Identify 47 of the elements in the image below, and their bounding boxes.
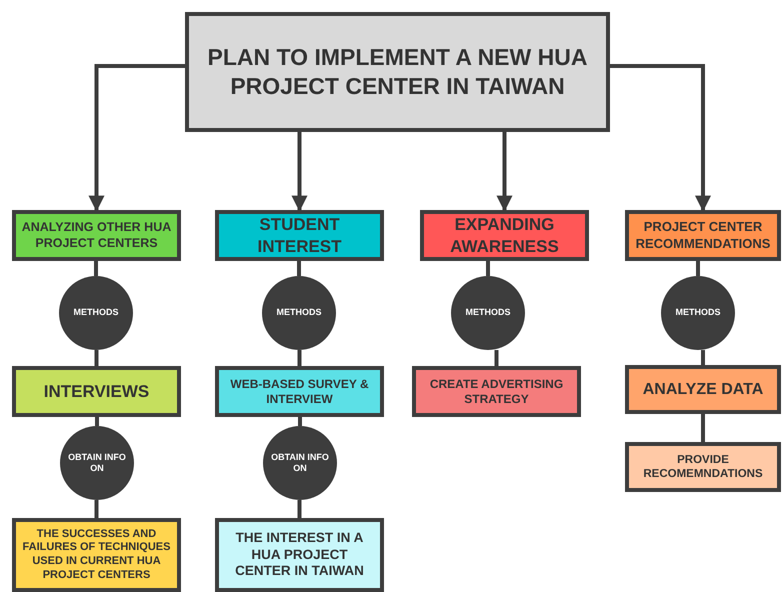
connector-line <box>298 417 302 426</box>
arrow <box>292 132 308 212</box>
circle-label: METHODS <box>466 307 510 319</box>
method-box <box>12 366 181 417</box>
box-label: WEB-BASED SURVEY & INTERVIEW <box>229 376 370 406</box>
connector-line <box>94 500 98 518</box>
method-box <box>625 365 781 414</box>
box-label: PROJECT CENTER RECOMMENDATIONS <box>634 219 772 252</box>
connector-line <box>494 350 498 366</box>
circle-label: OBTAIN INFO ON <box>270 452 330 474</box>
result-box <box>215 518 384 592</box>
topic-box <box>625 210 781 261</box>
arrow <box>610 64 711 212</box>
connector-line <box>701 350 705 365</box>
topic-box <box>420 210 589 261</box>
circle-label: OBTAIN INFO ON <box>67 452 127 474</box>
arrow <box>88 64 185 212</box>
connector-line <box>486 261 490 276</box>
box-label: STUDENT INTEREST <box>256 214 343 257</box>
connector-line <box>298 350 302 366</box>
connector-line <box>297 261 301 276</box>
result-box <box>625 442 781 492</box>
box-label: ANALYZE DATA <box>642 380 764 400</box>
connector-line <box>298 500 302 518</box>
result-box <box>12 518 181 592</box>
topic-box <box>12 210 181 261</box>
connector-line <box>701 414 705 442</box>
circle-label: METHODS <box>74 307 118 319</box>
title-box <box>185 12 610 132</box>
connector-line <box>94 261 98 276</box>
connector-line <box>95 417 99 426</box>
circle-label: METHODS <box>676 307 720 319</box>
box-label: PLAN TO IMPLEMENT A NEW HUA PROJECT CENTER IN TAIWAN <box>206 43 588 101</box>
box-label: ANALYZING OTHER HUA PROJECT CENTERS <box>20 220 172 252</box>
topic-box <box>215 210 384 261</box>
method-box <box>215 366 384 417</box>
method-box <box>412 366 581 417</box>
box-label: THE INTEREST IN A HUA PROJECT CENTER IN TAIWAN <box>234 530 365 580</box>
connector-line <box>94 350 98 366</box>
box-label: CREATE ADVERTISING STRATEGY <box>428 376 564 406</box>
box-label: THE SUCCESSES AND FAILURES OF TECHNIQUES USED IN CURRENT HUA PROJECT CENTERS <box>22 528 172 582</box>
box-label: INTERVIEWS <box>44 380 150 402</box>
circle-label: METHODS <box>276 307 322 319</box>
connector-line <box>696 261 700 276</box>
box-label: EXPANDING AWARENESS <box>449 214 560 257</box>
arrow <box>496 132 512 212</box>
box-label: PROVIDE RECOMEMNDATIONS <box>642 452 764 482</box>
